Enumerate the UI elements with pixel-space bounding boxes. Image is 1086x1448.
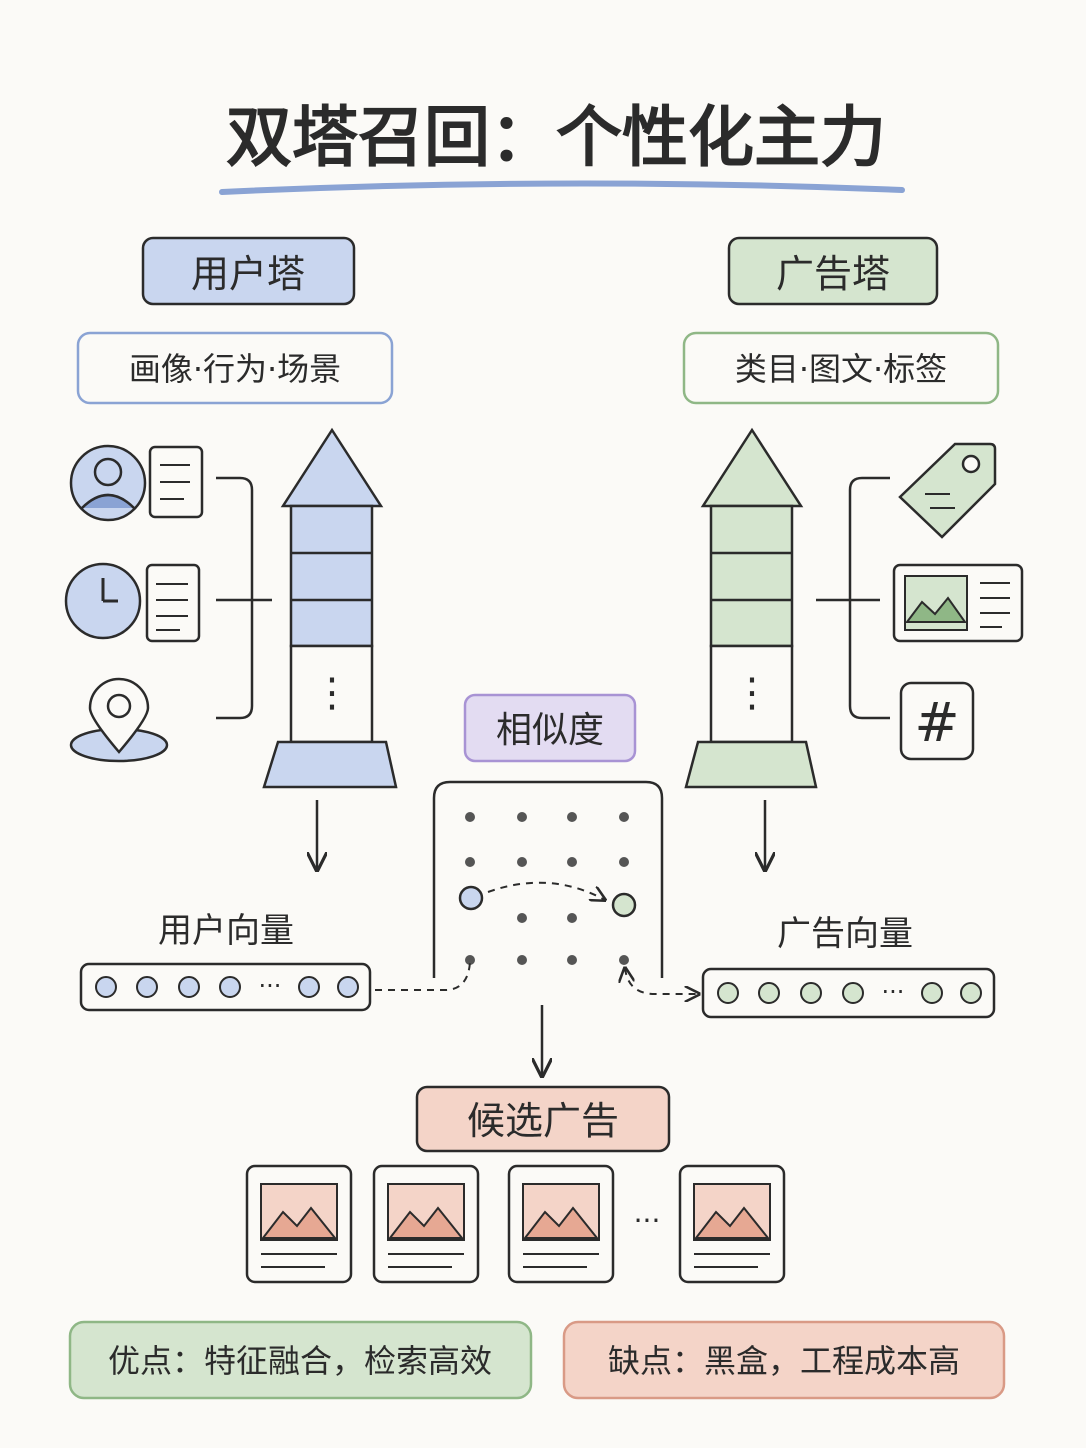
ad-vector-element (842, 982, 864, 1004)
image-card-icon (892, 563, 1024, 643)
user-vector-element (178, 976, 200, 998)
ad-vector-element (800, 982, 822, 1004)
ad-vector: ··· (701, 967, 996, 1019)
ad-match-dot (611, 892, 637, 918)
user-vector-element (298, 976, 320, 998)
ad-features-text: 类目·图文·标签 (735, 350, 947, 388)
ad-vector-element (921, 982, 943, 1004)
ad-vector-connector (625, 968, 699, 994)
user-vector-dots (95, 976, 359, 998)
user-vector-element (95, 976, 117, 998)
ad-vector-element (717, 982, 739, 1004)
candidate-ad-card (507, 1164, 615, 1284)
matrix-dot (567, 955, 577, 965)
page-title: 双塔召回：个性化主力 (226, 99, 886, 176)
user-vector-element (337, 976, 359, 998)
user-vector-element (136, 976, 158, 998)
match-arrow (487, 881, 605, 900)
ad-vector-element (960, 982, 982, 1004)
candidate-ad-card (678, 1164, 786, 1284)
candidates-label-box: 候选广告 (415, 1085, 671, 1153)
user-vector-connector (375, 961, 471, 991)
clock-icon (64, 562, 201, 643)
matrix-dot (465, 857, 475, 867)
matrix-dot (567, 857, 577, 867)
cons-box: 缺点：黑盒，工程成本高 (562, 1320, 1006, 1400)
ad-feature-bracket (816, 476, 890, 720)
candidates-ellipsis: ··· (634, 1204, 661, 1237)
candidate-ad-card (372, 1164, 480, 1284)
hashtag-symbol: # (914, 691, 959, 754)
matrix-dot (465, 955, 475, 965)
matrix-dot (465, 812, 475, 822)
ad-tower-label-box: 广告塔 (727, 236, 939, 306)
similarity-matrix-frame (432, 780, 664, 978)
user-tower-ellipsis: ⋮ (312, 670, 352, 716)
matrix-dot (517, 955, 527, 965)
user-feature-bracket (216, 476, 272, 720)
user-tower: ⋮ (262, 427, 398, 789)
cons-text: 缺点：黑盒，工程成本高 (608, 1342, 960, 1380)
matrix-dot (517, 812, 527, 822)
user-tower-label-box: 用户塔 (141, 236, 356, 306)
candidates-label: 候选广告 (467, 1099, 619, 1143)
ad-vector-ellipsis: ··· (882, 978, 905, 1006)
tag-icon (898, 442, 997, 539)
candidate-ad-cards (245, 1164, 786, 1284)
matrix-dot (619, 955, 629, 965)
user-vector-label: 用户向量 (158, 911, 294, 951)
matrix-dot (567, 913, 577, 923)
ad-tower-label: 广告塔 (776, 252, 890, 296)
candidate-ad-card (245, 1164, 353, 1284)
ad-vector-element (758, 982, 780, 1004)
matrix-dot (517, 857, 527, 867)
ad-tower-ellipsis: ⋮ (732, 670, 772, 716)
matrix-dot (619, 812, 629, 822)
matrix-dot (567, 812, 577, 822)
similarity-matrix-dots (465, 812, 629, 965)
user-tower-label: 用户塔 (191, 252, 305, 296)
user-vector-ellipsis: ··· (259, 972, 282, 1000)
user-features-text: 画像·行为·场景 (129, 350, 341, 388)
location-pin-icon (69, 677, 169, 763)
user-vector: ··· (79, 962, 372, 1012)
user-match-dot (458, 885, 484, 911)
similarity-label: 相似度 (496, 710, 604, 751)
matrix-dot (619, 857, 629, 867)
ad-vector-dots (717, 982, 982, 1004)
pros-box: 优点：特征融合，检索高效 (68, 1320, 533, 1400)
title-underline (219, 180, 905, 195)
hashtag-icon: # (899, 681, 975, 761)
ad-tower: ⋮ (684, 427, 818, 789)
matrix-dot (517, 913, 527, 923)
ad-features-box: 类目·图文·标签 (682, 331, 1000, 405)
user-features-box: 画像·行为·场景 (76, 331, 394, 405)
user-vector-element (219, 976, 241, 998)
pros-text: 优点：特征融合，检索高效 (108, 1342, 492, 1380)
ad-vector-label: 广告向量 (777, 914, 913, 954)
user-profile-icon (69, 444, 204, 522)
similarity-label-box: 相似度 (463, 693, 637, 763)
